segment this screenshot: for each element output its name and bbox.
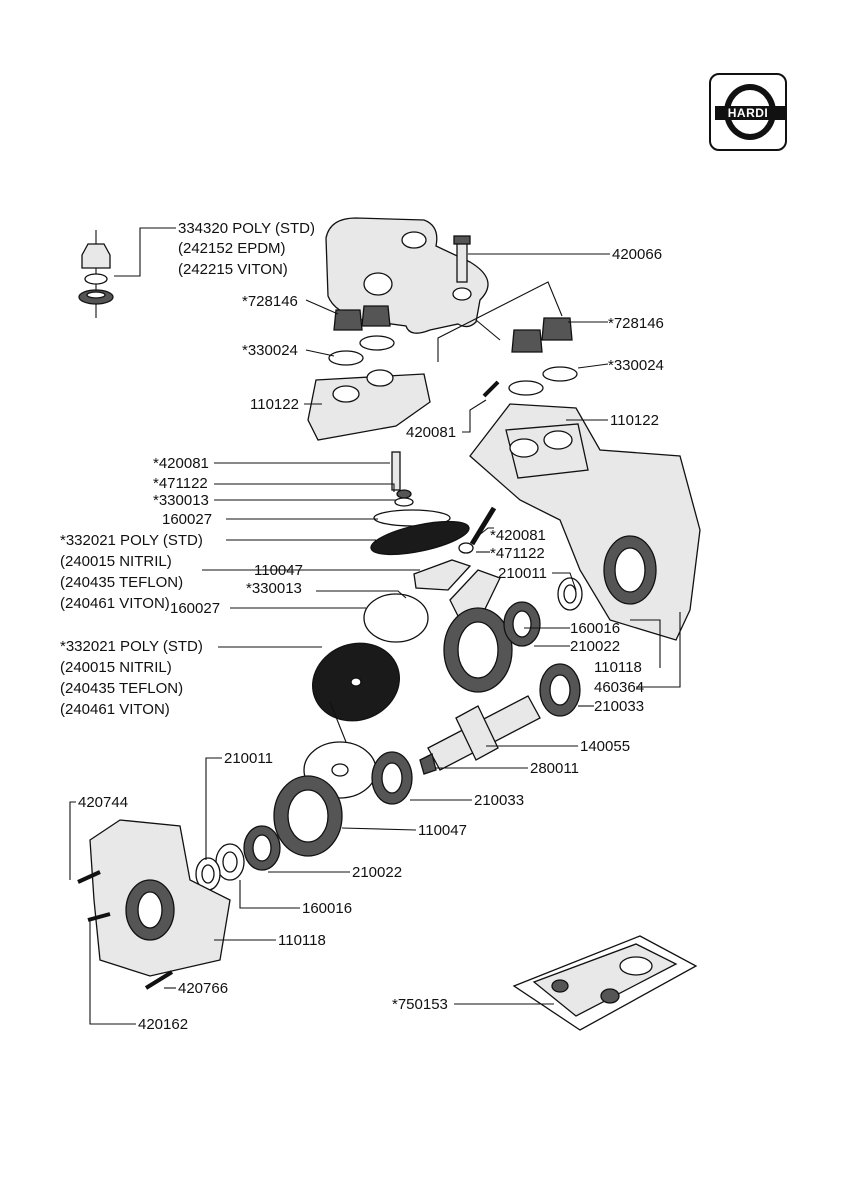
label-210022-lower: 210022 <box>352 864 403 881</box>
label-728146-right: *728146 <box>608 315 664 332</box>
label-330013-right: *330013 <box>246 580 302 597</box>
logo-text: HARDI <box>727 106 769 120</box>
leader-lines <box>69 227 681 1025</box>
label-240435-lower: (240435 TEFLON) <box>60 680 184 697</box>
bearing-210033-left <box>371 751 413 805</box>
diaphragm-plate-upper <box>363 559 472 643</box>
valves-right <box>437 281 578 396</box>
label-420081-left: *420081 <box>153 455 209 472</box>
label-210033-upper: 210033 <box>594 698 645 715</box>
bearings-lower <box>195 825 281 891</box>
valves-left <box>328 305 395 366</box>
label-242152: (242152 EPDM) <box>178 240 286 257</box>
con-rod-upper <box>443 569 513 693</box>
label-280011: 280011 <box>530 760 579 777</box>
crankshaft <box>419 695 541 775</box>
bolt-420066 <box>453 235 471 283</box>
repair-kit <box>512 935 698 1031</box>
diaphragm-upper <box>370 520 470 556</box>
label-728146-left: *728146 <box>242 293 298 310</box>
label-420766: 420766 <box>178 980 229 997</box>
label-420744: 420744 <box>78 794 129 811</box>
label-110047-lower: 110047 <box>418 822 467 839</box>
label-330013-left: *330013 <box>153 492 209 509</box>
label-210011-lower: 210011 <box>224 750 273 767</box>
label-160027-lower: 160027 <box>170 600 221 617</box>
label-334320: 334320 POLY (STD) <box>178 220 316 237</box>
diaphragm-lower <box>312 642 400 722</box>
label-242215: (242215 VITON) <box>178 261 288 278</box>
label-160016-lower: 160016 <box>302 900 353 917</box>
hardi-logo: HARDI <box>709 73 787 151</box>
label-240461-upper: (240461 VITON) <box>60 595 170 612</box>
logo-bar <box>715 106 785 120</box>
label-471122-left: *471122 <box>153 475 208 492</box>
valve-nut-inset <box>78 230 114 318</box>
label-240015-lower: (240015 NITRIL) <box>60 659 172 676</box>
manifold <box>325 217 489 334</box>
valve-housing-left <box>307 369 431 441</box>
bolt-stack-left <box>373 451 451 527</box>
label-160016-upper: 160016 <box>570 620 621 637</box>
label-240435-upper: (240435 TEFLON) <box>60 574 184 591</box>
con-rod-lower <box>273 775 343 857</box>
bolt-420081-upper <box>482 380 500 398</box>
bolt-420081-lower <box>458 506 497 554</box>
label-471122-right: *471122 <box>490 545 545 562</box>
label-160027-upper: 160027 <box>162 511 213 528</box>
label-330024-right: *330024 <box>608 357 664 374</box>
label-140055: 140055 <box>580 738 631 755</box>
label-332021-upper: *332021 POLY (STD) <box>60 532 203 549</box>
label-420081-upper: 420081 <box>406 424 457 441</box>
label-210033-lower: 210033 <box>474 792 525 809</box>
pump-housing-left <box>89 819 231 977</box>
bearing-210033-right <box>539 663 581 717</box>
label-110118-lower: 110118 <box>278 932 326 949</box>
label-330024-left: *330024 <box>242 342 298 359</box>
pump-housing-right <box>469 403 701 641</box>
label-110122-left: 110122 <box>250 396 299 413</box>
label-240015-upper: (240015 NITRIL) <box>60 553 172 570</box>
label-420081-right: *420081 <box>490 527 546 544</box>
label-332021-lower: *332021 POLY (STD) <box>60 638 203 655</box>
label-210022-upper: 210022 <box>570 638 621 655</box>
label-750153: *750153 <box>392 996 448 1013</box>
label-110122-right: 110122 <box>610 412 659 429</box>
bolts-lower-left <box>77 870 174 990</box>
label-210011-upper: 210011 <box>498 565 547 582</box>
label-240461-lower: (240461 VITON) <box>60 701 170 718</box>
label-420066: 420066 <box>612 246 663 263</box>
label-110047-upper: 110047 <box>254 562 303 579</box>
label-110118-upper: 110118 <box>594 659 642 676</box>
label-460364: 460364 <box>594 679 645 696</box>
bearings-upper <box>503 577 583 647</box>
label-420162: 420162 <box>138 1016 189 1033</box>
